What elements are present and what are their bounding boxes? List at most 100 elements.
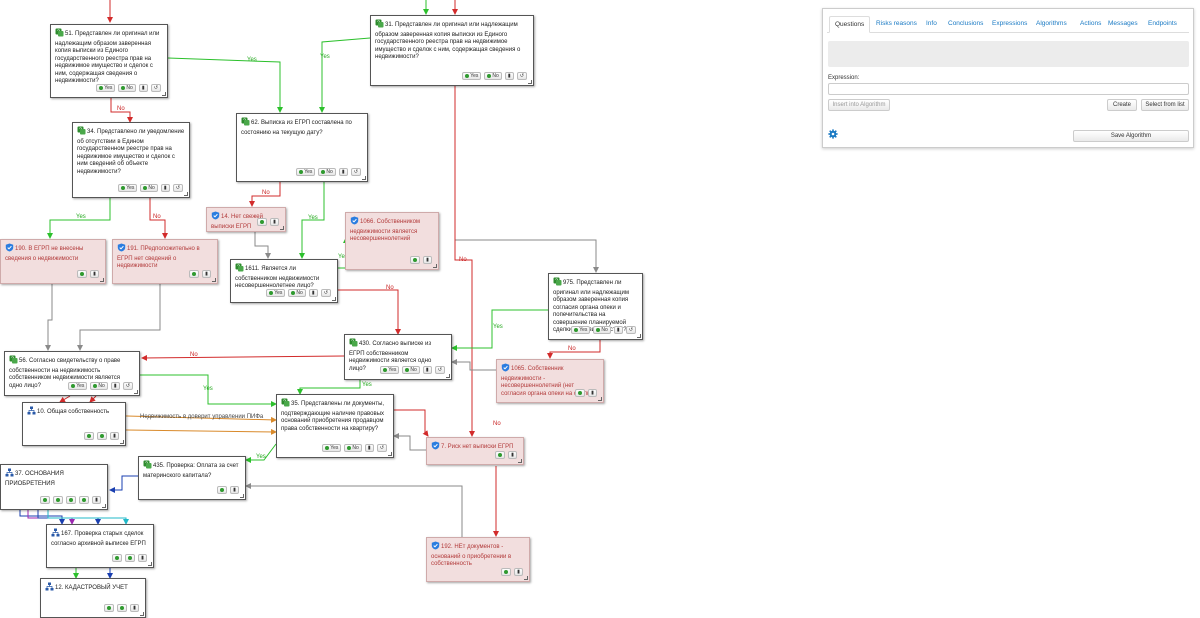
- delete-button[interactable]: ▮: [508, 451, 517, 459]
- yes-button[interactable]: Yes: [96, 84, 116, 92]
- question-node[interactable]: ?35. Представлены ли документы, подтверж…: [276, 394, 394, 458]
- add-button[interactable]: [495, 451, 505, 459]
- no-button[interactable]: No: [318, 168, 336, 176]
- resize-handle[interactable]: [528, 80, 532, 84]
- no-button[interactable]: No: [484, 72, 502, 80]
- add-button[interactable]: [79, 496, 89, 504]
- resize-handle[interactable]: [134, 390, 138, 394]
- question-node[interactable]: ?1611. Является ли собственником недвижи…: [230, 259, 338, 303]
- resize-handle[interactable]: [446, 374, 450, 378]
- tab-expressions[interactable]: Expressions: [992, 20, 1028, 27]
- tab-actions[interactable]: Actions: [1080, 20, 1102, 27]
- tab-info[interactable]: Info: [926, 20, 937, 27]
- add-button[interactable]: [125, 554, 135, 562]
- delete-button[interactable]: ▮: [202, 270, 211, 278]
- resize-handle[interactable]: [362, 176, 366, 180]
- add-button[interactable]: [84, 432, 94, 440]
- no-button[interactable]: No: [402, 366, 420, 374]
- select-from-list-button[interactable]: Select from list: [1141, 99, 1189, 111]
- delete-button[interactable]: ▮: [230, 486, 239, 494]
- no-button[interactable]: No: [593, 326, 611, 334]
- add-button[interactable]: [501, 568, 511, 576]
- add-button[interactable]: [40, 496, 50, 504]
- delete-button[interactable]: ▮: [588, 389, 597, 397]
- question-node[interactable]: ?430. Согласно выписке из ЕГРП собственн…: [344, 334, 452, 380]
- edit-button[interactable]: ↺: [122, 382, 133, 390]
- conclusion-node[interactable]: 14. Нет свежей выписки ЕГРП▮: [206, 207, 286, 232]
- resize-handle[interactable]: [332, 297, 336, 301]
- tab-messages[interactable]: Messages: [1108, 20, 1138, 27]
- delete-button[interactable]: ▮: [130, 604, 139, 612]
- resize-handle[interactable]: [102, 504, 106, 508]
- add-button[interactable]: [77, 270, 87, 278]
- add-button[interactable]: [112, 554, 122, 562]
- yes-button[interactable]: Yes: [296, 168, 316, 176]
- resize-handle[interactable]: [162, 92, 166, 96]
- resize-handle[interactable]: [637, 334, 641, 338]
- expression-input[interactable]: [828, 83, 1189, 95]
- no-button[interactable]: No: [140, 184, 158, 192]
- tab-risks-reasons[interactable]: Risks reasons: [876, 20, 917, 27]
- delete-button[interactable]: ▮: [308, 289, 318, 297]
- delete-button[interactable]: ▮: [423, 256, 432, 264]
- question-node[interactable]: ?975. Представлен ли оригинал или надлеж…: [548, 273, 643, 340]
- resize-handle[interactable]: [524, 576, 528, 580]
- add-button[interactable]: [117, 604, 127, 612]
- tab-conclusions[interactable]: Conclusions: [948, 20, 984, 27]
- no-button[interactable]: No: [288, 289, 306, 297]
- add-button[interactable]: [217, 486, 227, 494]
- delete-button[interactable]: ▮: [90, 270, 99, 278]
- question-node[interactable]: ?34. Представлено ли уведомление об отсу…: [72, 122, 190, 198]
- conclusion-node[interactable]: 7. Риск нет выписки ЕГРП▮: [426, 437, 524, 465]
- resize-handle[interactable]: [184, 192, 188, 196]
- resize-handle[interactable]: [148, 562, 152, 566]
- algorithm-node[interactable]: 10. Общая собственность▮: [22, 402, 126, 446]
- delete-button[interactable]: ▮: [338, 168, 348, 176]
- conclusion-node[interactable]: 192. НЕт документов - оснований о приобр…: [426, 537, 530, 582]
- edit-button[interactable]: ↺: [625, 326, 636, 334]
- question-node[interactable]: ?51. Представлен ли оригинал или надлежа…: [50, 24, 168, 98]
- question-list-area[interactable]: [828, 41, 1189, 67]
- algorithm-node[interactable]: 167. Проверка старых сделок согласно арх…: [46, 524, 154, 568]
- save-algorithm-button[interactable]: Save Algorithm: [1073, 130, 1189, 142]
- question-node[interactable]: ?435. Проверка: Оплата за счет материнск…: [138, 456, 246, 500]
- delete-button[interactable]: ▮: [92, 496, 101, 504]
- resize-handle[interactable]: [433, 264, 437, 268]
- algorithm-node[interactable]: 12. КАДАСТРОВЫЙ УЧЕТ▮: [40, 578, 146, 618]
- delete-button[interactable]: ▮: [270, 218, 279, 226]
- create-button[interactable]: Create: [1107, 99, 1137, 111]
- resize-handle[interactable]: [212, 278, 216, 282]
- algorithm-node[interactable]: 37. ОСНОВАНИЯ ПРИОБРЕТЕНИЯ▮: [0, 464, 108, 510]
- resize-handle[interactable]: [240, 494, 244, 498]
- question-node[interactable]: ?56. Согласно свидетельству о праве собс…: [4, 351, 140, 396]
- yes-button[interactable]: Yes: [380, 366, 400, 374]
- delete-button[interactable]: ▮: [504, 72, 514, 80]
- edit-button[interactable]: ↺: [150, 84, 161, 92]
- yes-button[interactable]: Yes: [266, 289, 286, 297]
- yes-button[interactable]: Yes: [68, 382, 88, 390]
- resize-handle[interactable]: [100, 278, 104, 282]
- resize-handle[interactable]: [518, 459, 522, 463]
- yes-button[interactable]: Yes: [322, 444, 342, 452]
- add-button[interactable]: [575, 389, 585, 397]
- edit-button[interactable]: ↺: [376, 444, 387, 452]
- resize-handle[interactable]: [280, 226, 284, 230]
- delete-button[interactable]: ▮: [110, 382, 120, 390]
- no-button[interactable]: No: [90, 382, 108, 390]
- add-button[interactable]: [97, 432, 107, 440]
- add-button[interactable]: [189, 270, 199, 278]
- question-node[interactable]: ?31. Представлен ли оригинал или надлежа…: [370, 15, 534, 86]
- tab-endpoints[interactable]: Endpoints: [1148, 20, 1177, 27]
- add-button[interactable]: [53, 496, 63, 504]
- add-button[interactable]: [104, 604, 114, 612]
- delete-button[interactable]: ▮: [364, 444, 374, 452]
- gear-icon[interactable]: [828, 129, 838, 139]
- resize-handle[interactable]: [388, 452, 392, 456]
- no-button[interactable]: No: [118, 84, 136, 92]
- edit-button[interactable]: ↺: [320, 289, 331, 297]
- edit-button[interactable]: ↺: [172, 184, 183, 192]
- edit-button[interactable]: ↺: [516, 72, 527, 80]
- delete-button[interactable]: ▮: [613, 326, 623, 334]
- yes-button[interactable]: Yes: [571, 326, 591, 334]
- add-button[interactable]: [66, 496, 76, 504]
